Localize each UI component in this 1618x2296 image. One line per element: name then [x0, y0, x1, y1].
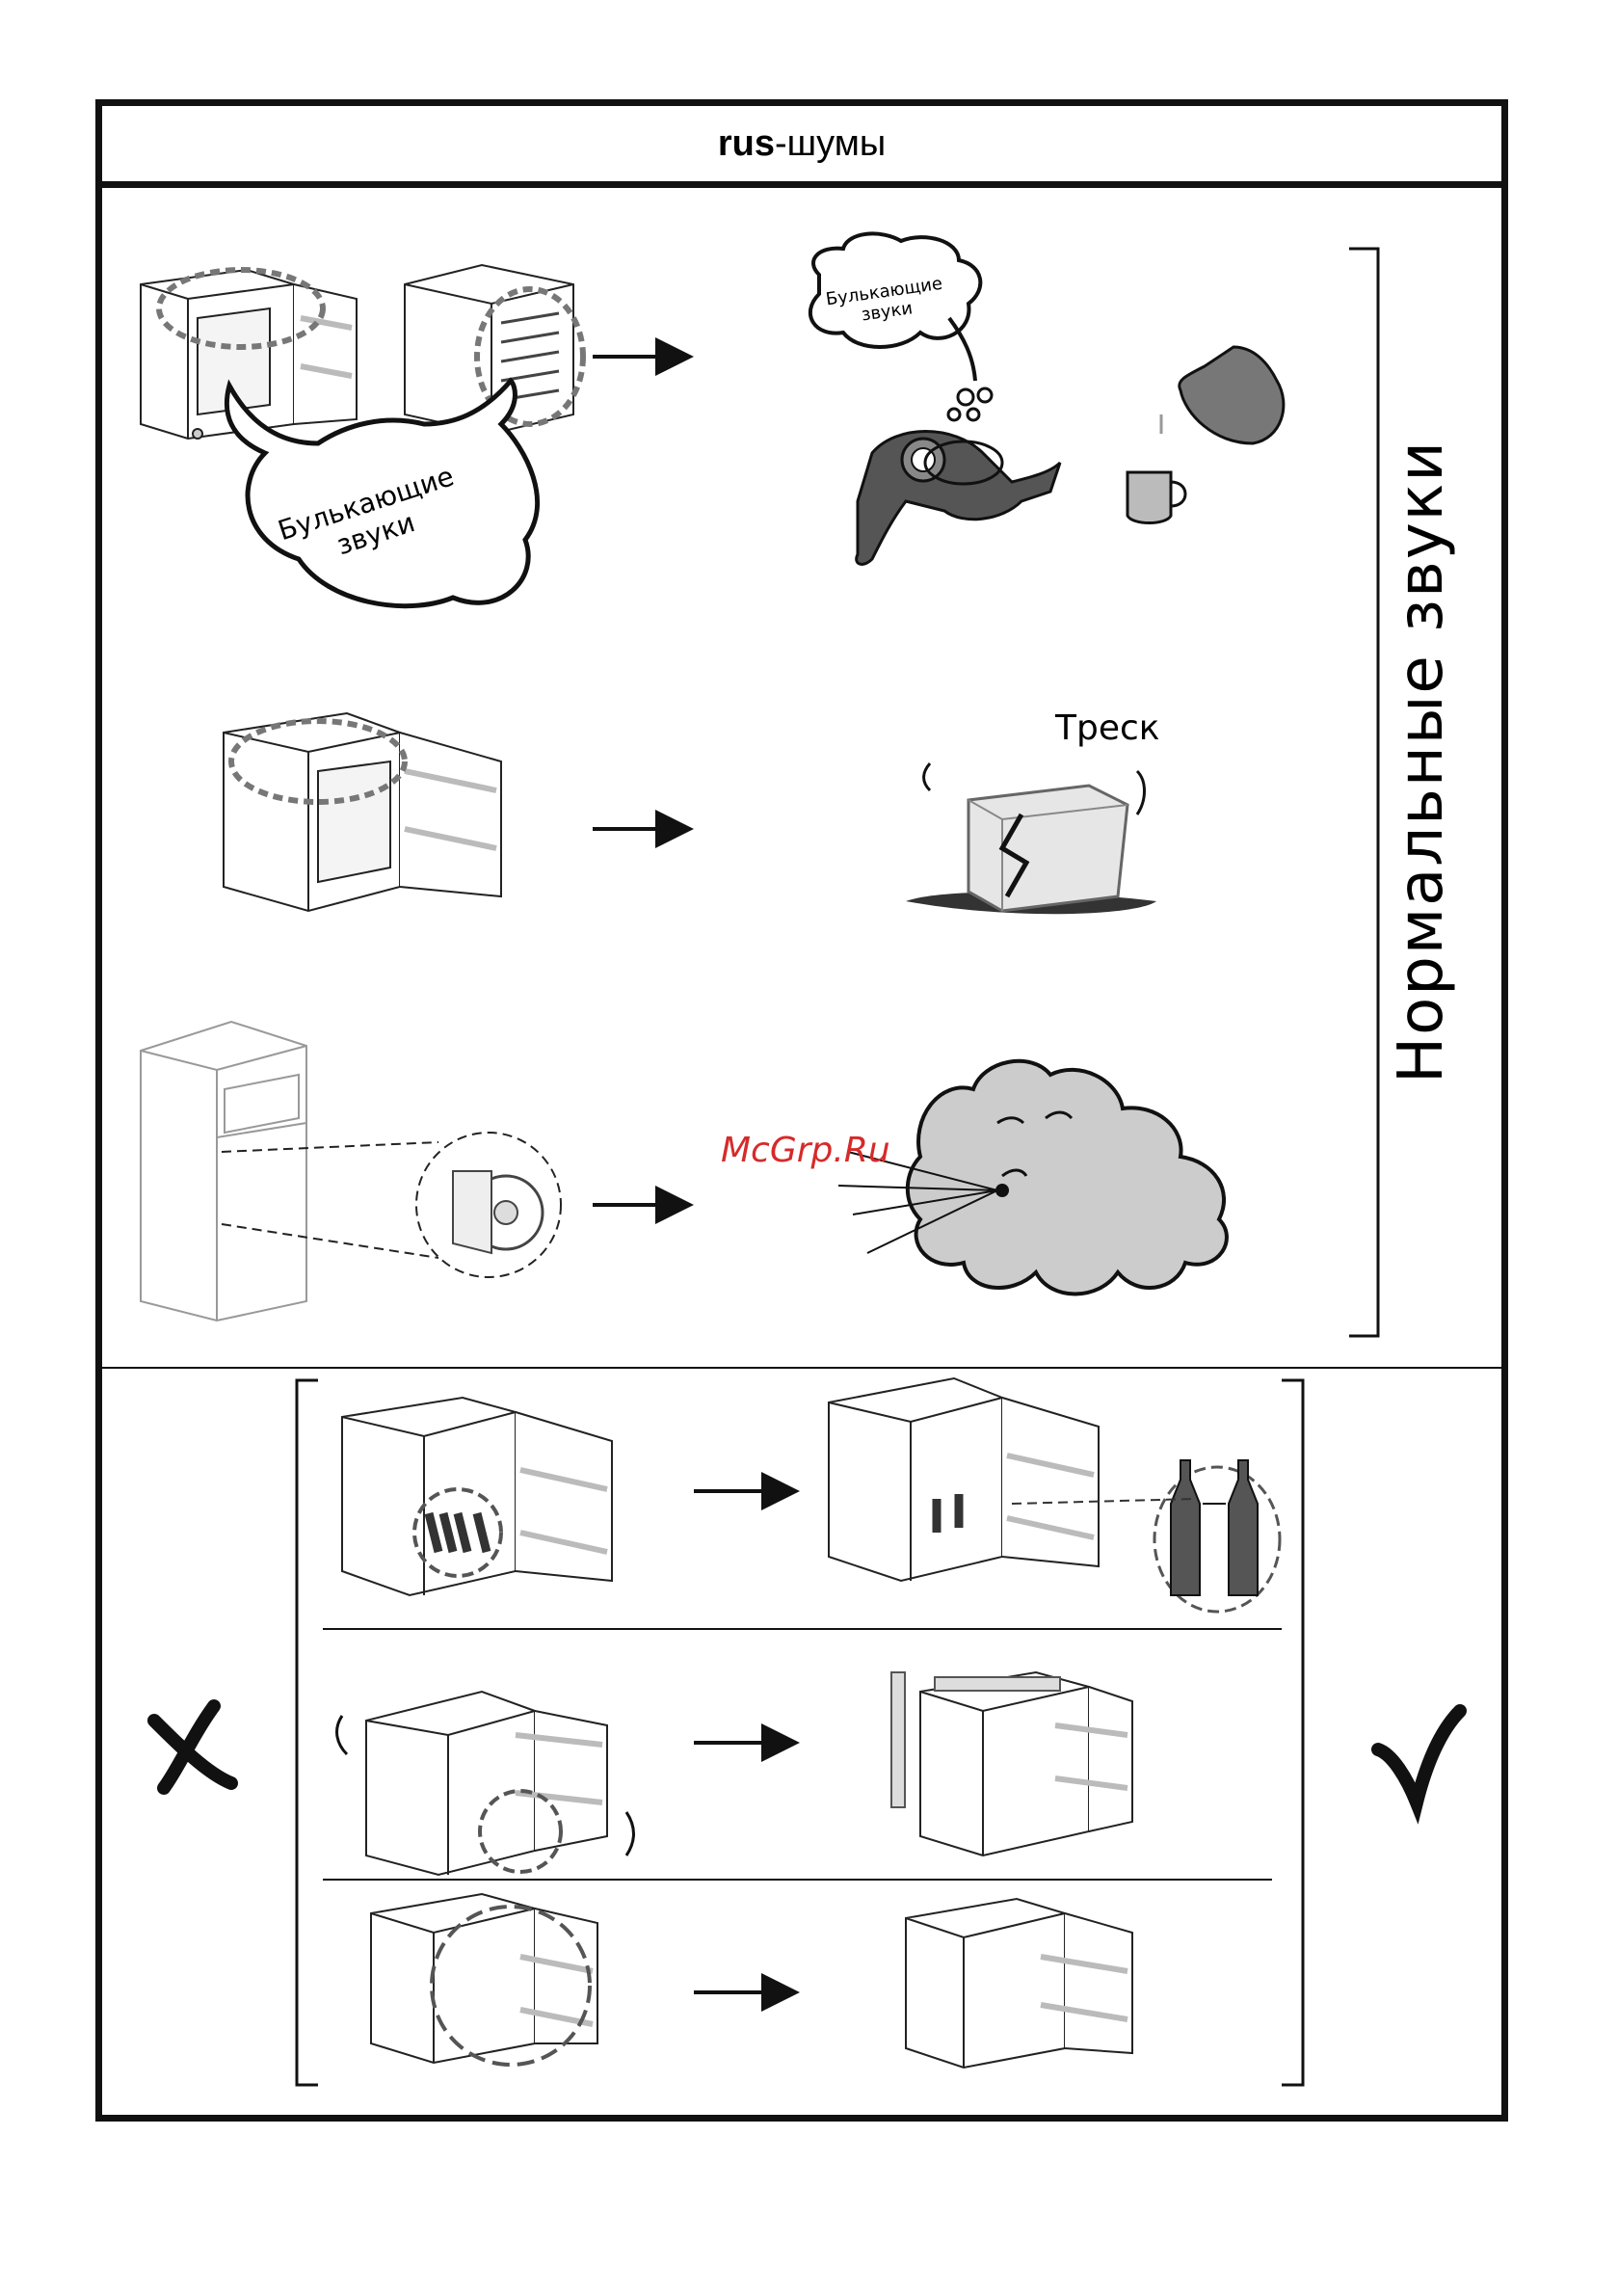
fridge-bottles-wrong-illustration [342, 1398, 612, 1595]
check-mark-icon [1378, 1711, 1460, 1802]
normal-sounds-bracket [1349, 249, 1378, 1336]
fridge-evaporator-illustration [224, 713, 501, 911]
jug-pouring-illustration [1127, 347, 1284, 523]
cross-mark-icon [154, 1706, 231, 1788]
left-bracket [297, 1380, 318, 2085]
fridge-bottles-right-illustration [829, 1378, 1280, 1612]
watermark: McGrp.Ru [721, 1131, 890, 1170]
fridge-shelves-wrong-illustration [371, 1894, 597, 2065]
fridge-tall-illustration [141, 1022, 306, 1321]
diver-illustration [857, 432, 1060, 565]
right-bracket [1282, 1380, 1303, 2085]
blowing-cloud-illustration [838, 1061, 1227, 1295]
normal-sounds-label: Нормальные звуки [1386, 440, 1457, 1083]
cracking-ice-illustration [906, 763, 1156, 914]
fridge-unlevel-illustration [337, 1692, 634, 1875]
fridge-level-illustration [891, 1672, 1132, 1855]
crack-label: Треск [1055, 708, 1160, 748]
fan-icon [453, 1171, 543, 1253]
fridge-shelves-right-illustration [906, 1899, 1132, 2068]
